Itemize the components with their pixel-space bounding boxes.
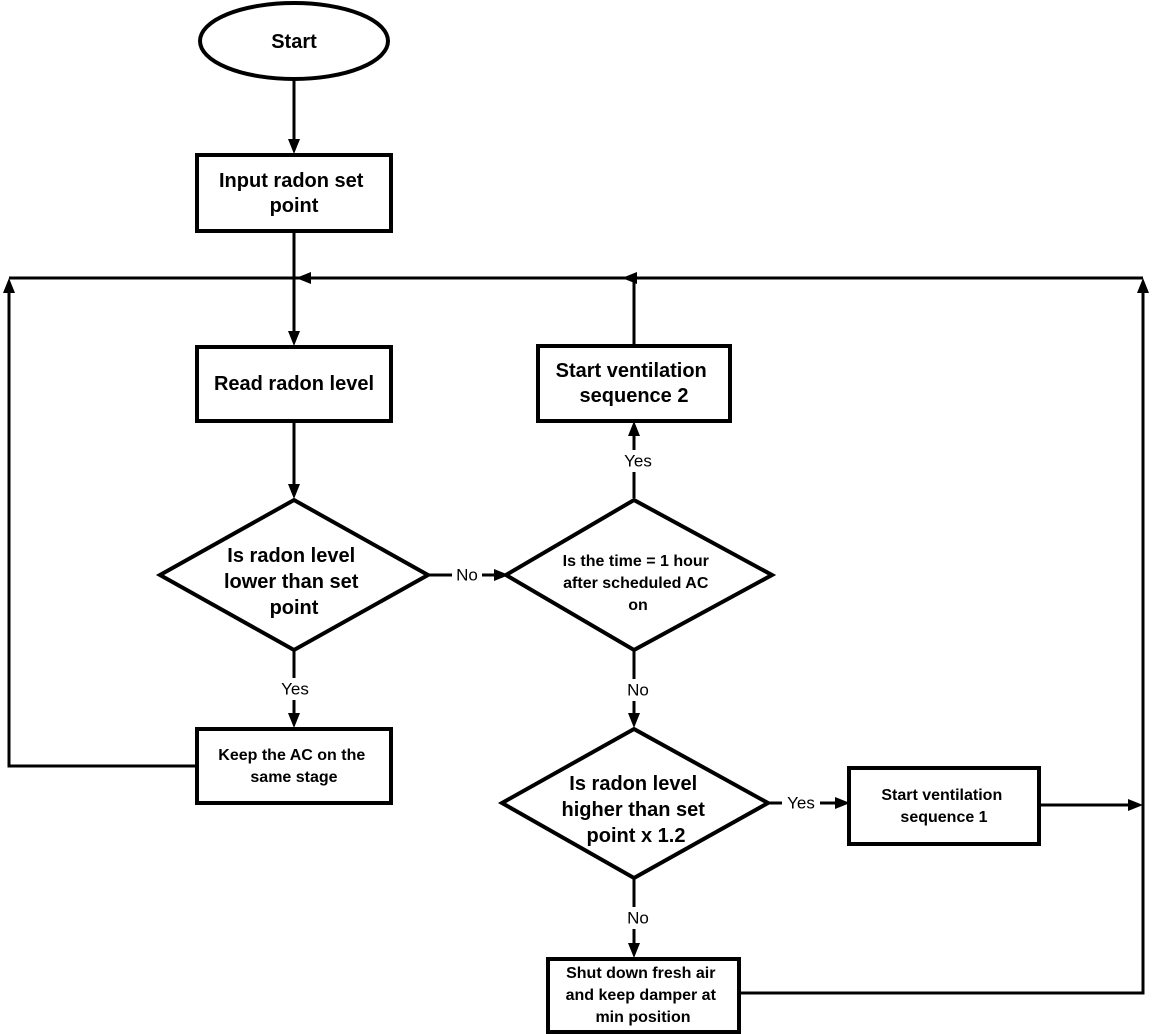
- arrowhead: [628, 943, 640, 958]
- arrowhead: [1137, 278, 1149, 293]
- decision-higher-diamond: Is radon level higher than set point x 1…: [497, 726, 773, 881]
- shutdown-label: Shut down fresh air and keep damper at m…: [566, 965, 721, 1026]
- edge-label-time-no: No: [627, 681, 649, 700]
- read-level-label: Read radon level: [214, 373, 374, 395]
- arrowhead: [1128, 799, 1143, 811]
- vent-seq1-label: Start ventilation sequence 1: [881, 787, 1006, 826]
- vent-seq1-box: Start ventilation sequence 1: [847, 766, 1041, 846]
- arrowhead: [628, 713, 640, 728]
- vent-seq2-label: Start ventilation sequence 2: [556, 360, 713, 407]
- start-node: Start: [198, 1, 390, 81]
- vent-seq2-box: Start ventilation sequence 2: [536, 344, 732, 423]
- edge-label-lower-no: No: [456, 566, 478, 585]
- arrowhead: [622, 272, 637, 284]
- shutdown-box: Shut down fresh air and keep damper at m…: [546, 957, 741, 1034]
- arrowheads: [3, 139, 1149, 958]
- arrowhead: [288, 139, 300, 154]
- keep-ac-label: Keep the AC on the same stage: [218, 747, 369, 786]
- read-level-box: Read radon level: [195, 345, 393, 423]
- edge-label-time-yes: Yes: [624, 452, 652, 471]
- connector-shutdown-return-loop: [741, 290, 1145, 995]
- decision-time-label: Is the time = 1 hour after scheduled AC …: [563, 553, 714, 614]
- edge-labels: No Yes Yes No Yes No: [276, 450, 820, 929]
- keep-ac-box: Keep the AC on the same stage: [195, 727, 393, 805]
- decision-lower-diamond: Is radon level lower than set point: [155, 497, 433, 653]
- arrowhead: [494, 569, 509, 581]
- arrowhead: [835, 797, 850, 809]
- arrowhead: [288, 331, 300, 346]
- decision-time-diamond: Is the time = 1 hour after scheduled AC …: [502, 497, 777, 653]
- decision-lower-label: Is radon level lower than set point: [224, 545, 364, 619]
- arrowhead: [288, 713, 300, 728]
- input-setpoint-label: Input radon set point: [219, 170, 369, 217]
- input-setpoint-box: Input radon set point: [195, 153, 393, 233]
- edge-label-higher-no: No: [627, 909, 649, 928]
- arrowhead: [288, 484, 300, 499]
- start-node-label: Start: [271, 31, 317, 53]
- edge-label-higher-yes: Yes: [787, 794, 815, 813]
- arrowhead: [296, 272, 311, 284]
- decision-higher-label: Is radon level higher than set point x 1…: [562, 773, 711, 847]
- arrowhead: [3, 278, 15, 293]
- edge-label-lower-yes: Yes: [281, 680, 309, 699]
- arrowhead: [628, 421, 640, 436]
- connector-keep-ac-return-loop: [7, 290, 197, 768]
